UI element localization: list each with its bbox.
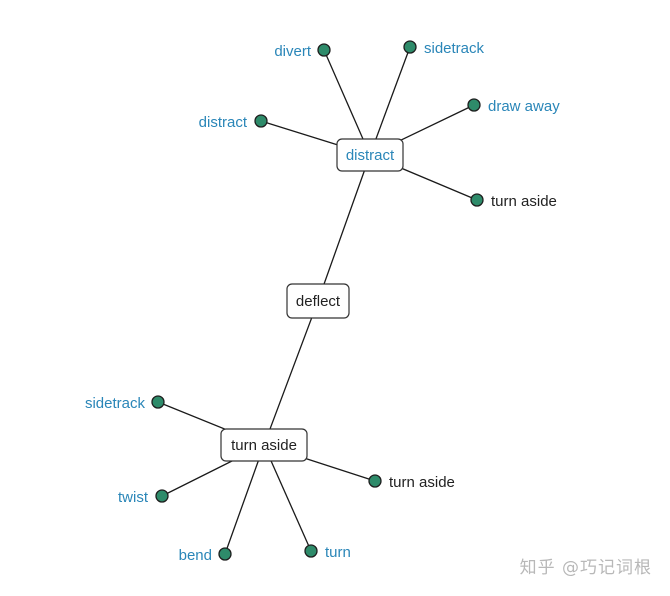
hub-label: distract — [346, 147, 395, 164]
edge-distract-leaf-0 — [323, 49, 371, 156]
edge-distract-deflect — [317, 154, 371, 302]
edge-turn-aside-leaf-8 — [263, 444, 312, 552]
leaf-label[interactable]: distract — [199, 114, 248, 131]
leaf-label[interactable]: sidetrack — [85, 395, 146, 412]
leaf-node-dot[interactable] — [151, 395, 165, 409]
leaf-labels: divert sidetrack draw away distract turn asi… — [85, 40, 560, 564]
leaf-label[interactable]: turn aside — [389, 474, 455, 491]
leaf-node-dot[interactable] — [470, 193, 484, 207]
leaf-node-dot[interactable] — [403, 40, 417, 54]
hub-box — [220, 428, 308, 462]
leaf-label[interactable]: turn — [325, 544, 351, 561]
leaf-dots — [151, 40, 484, 561]
leaf-label[interactable]: draw away — [488, 98, 560, 115]
edge-distract-leaf-1 — [369, 46, 411, 156]
leaf-node-dot[interactable] — [368, 474, 382, 488]
leaf-node-dot[interactable] — [254, 114, 268, 128]
hub-label: turn aside — [231, 437, 297, 454]
hub-node-distract[interactable]: distract — [336, 138, 404, 172]
hub-node-deflect[interactable]: deflect — [286, 283, 350, 319]
leaf-label[interactable]: turn aside — [491, 193, 557, 210]
edge-deflect-turn-aside — [263, 300, 319, 446]
hub-box — [336, 138, 404, 172]
watermark: 知乎 @巧记词根 — [519, 558, 652, 578]
hub-nodes: distract deflect turn aside — [220, 138, 404, 462]
hub-label: deflect — [296, 293, 341, 310]
leaf-node-dot[interactable] — [467, 98, 481, 112]
leaf-label[interactable]: divert — [274, 43, 312, 60]
leaf-node-dot[interactable] — [317, 43, 331, 57]
leaf-label[interactable]: twist — [118, 489, 149, 506]
edge-turn-aside-leaf-7 — [224, 444, 265, 555]
leaf-node-dot[interactable] — [155, 489, 169, 503]
leaf-node-dot[interactable] — [218, 547, 232, 561]
leaf-node-dot[interactable] — [304, 544, 318, 558]
leaf-label[interactable]: sidetrack — [424, 40, 485, 57]
leaf-label[interactable]: bend — [179, 547, 212, 564]
hub-box — [286, 283, 350, 319]
hub-node-turn-aside[interactable]: turn aside — [220, 428, 308, 462]
